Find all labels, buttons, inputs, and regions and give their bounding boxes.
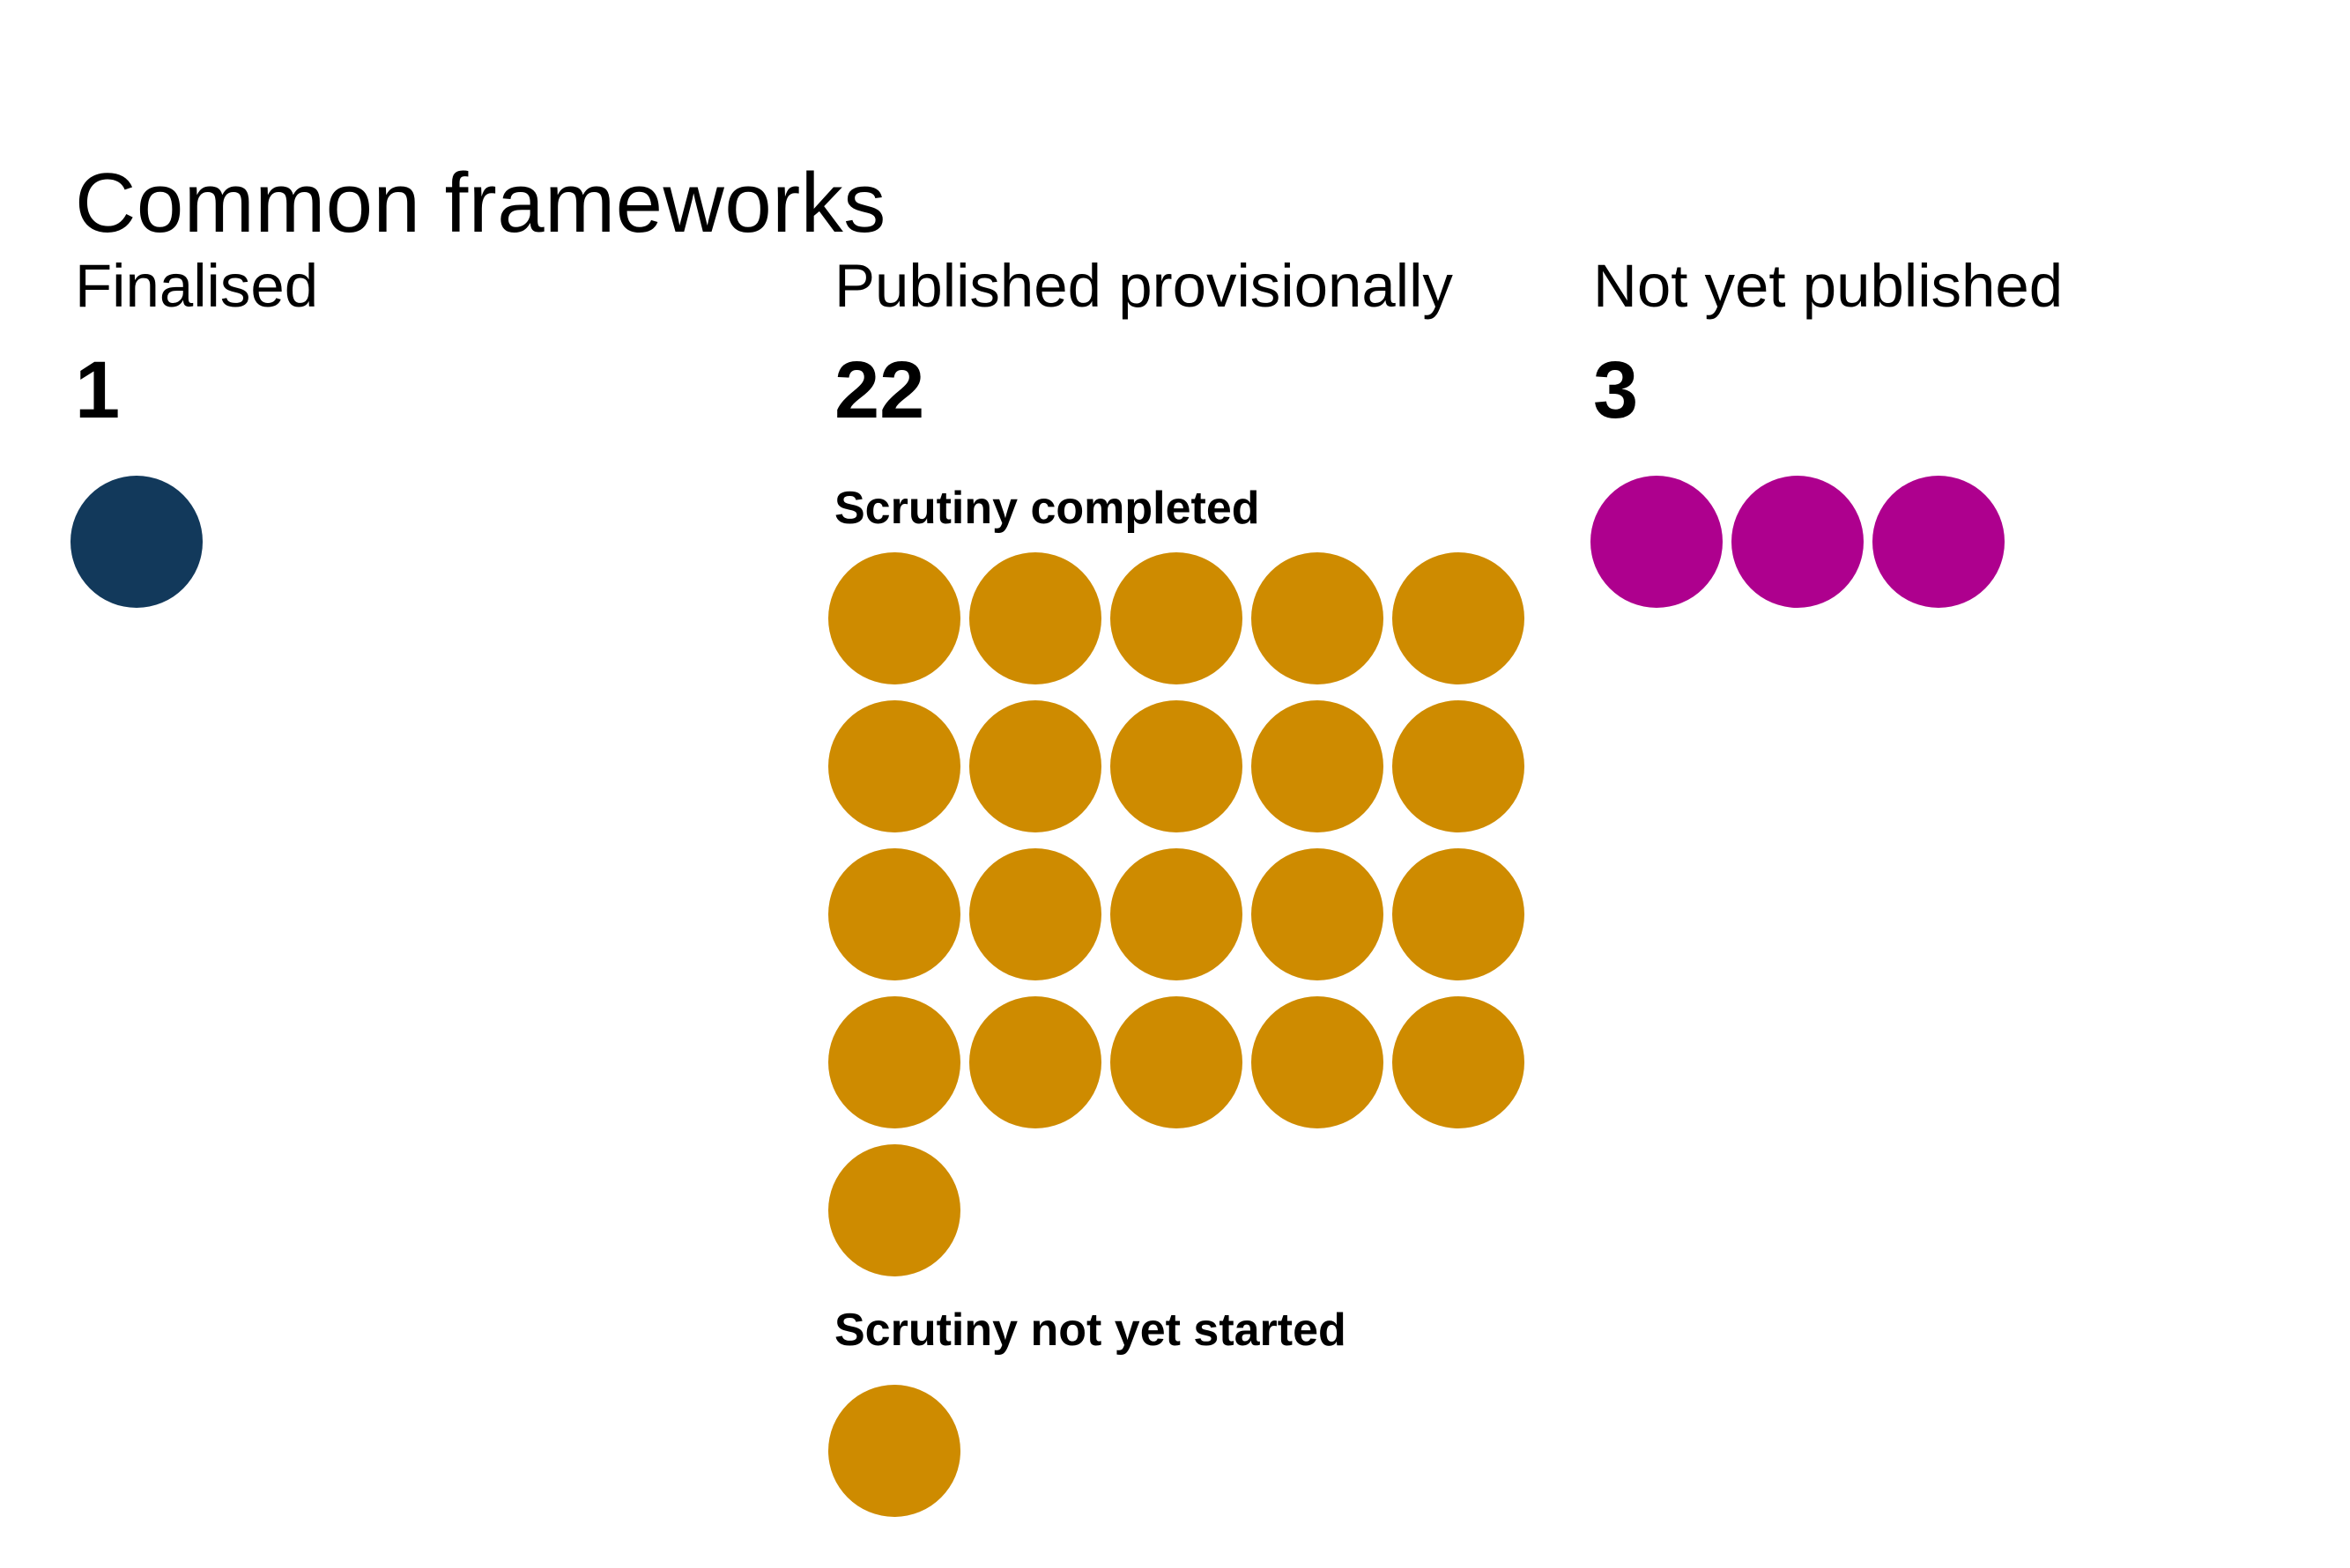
unit-dot	[828, 1385, 960, 1517]
unit-dot	[1392, 996, 1524, 1128]
column-value-published-provisionally: 22	[834, 345, 925, 435]
unit-dot	[828, 552, 960, 684]
column-label-not-yet-published: Not yet published	[1593, 252, 2064, 320]
unit-dot	[1392, 848, 1524, 980]
unit-dot	[1251, 700, 1383, 832]
unit-dot	[828, 700, 960, 832]
unit-dot	[828, 1144, 960, 1276]
unit-dot	[969, 848, 1101, 980]
scrutiny-completed-dots	[828, 552, 1524, 1276]
not-yet-published-dots	[1590, 476, 2005, 608]
unit-dot	[70, 476, 203, 608]
unit-dot	[969, 700, 1101, 832]
unit-dot	[1251, 552, 1383, 684]
sub-label-scrutiny-completed: Scrutiny completed	[834, 483, 1260, 534]
finalised-dots	[70, 476, 203, 608]
chart-title: Common frameworks	[75, 156, 886, 251]
column-value-not-yet-published: 3	[1593, 345, 1639, 435]
unit-dot	[828, 996, 960, 1128]
unit-dot	[1110, 552, 1242, 684]
unit-dot	[1392, 552, 1524, 684]
column-label-finalised: Finalised	[75, 252, 319, 320]
scrutiny-not-yet-started-dots	[828, 1385, 960, 1517]
unit-dot	[1731, 476, 1864, 608]
unit-dot	[1251, 848, 1383, 980]
unit-dot	[1872, 476, 2005, 608]
unit-dot	[969, 996, 1101, 1128]
unit-dot	[1392, 700, 1524, 832]
column-value-finalised: 1	[75, 345, 121, 435]
unit-dot	[828, 848, 960, 980]
unit-dot	[1251, 996, 1383, 1128]
sub-label-scrutiny-not-yet-started: Scrutiny not yet started	[834, 1305, 1346, 1356]
unit-dot	[1110, 848, 1242, 980]
unit-dot	[1590, 476, 1723, 608]
column-label-published-provisionally: Published provisionally	[834, 252, 1453, 320]
unit-dot	[1110, 700, 1242, 832]
unit-dot	[1110, 996, 1242, 1128]
unit-dot	[969, 552, 1101, 684]
